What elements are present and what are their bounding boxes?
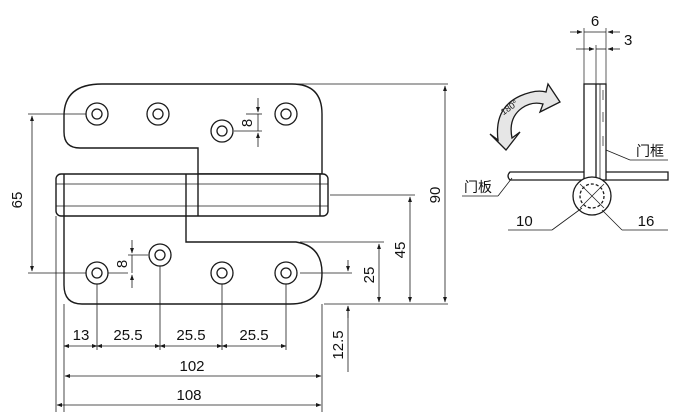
dim-12-5: 12.5 [330, 330, 347, 359]
dim-8-top: 8 [239, 119, 256, 127]
upper-hole-4 [274, 102, 298, 126]
dim-25-5-c: 25.5 [239, 327, 268, 344]
dim-10: 10 [516, 213, 533, 230]
upper-hole-2 [146, 102, 170, 126]
rotation-arrow-icon [489, 82, 561, 151]
upper-leaf-outline [63, 83, 323, 175]
hinge-side-view [462, 28, 669, 231]
hinge-barrel [55, 173, 329, 217]
dim-25: 25 [361, 267, 378, 284]
dim-25-5-b: 25.5 [176, 327, 205, 344]
lower-hole-1 [85, 261, 109, 285]
lower-leaf-outline [63, 216, 323, 305]
dim-3: 3 [624, 32, 632, 49]
dim-108: 108 [176, 387, 201, 404]
upper-hole-1 [85, 102, 109, 126]
dim-8-bottom: 8 [114, 260, 131, 268]
lower-hole-3 [210, 261, 234, 285]
dim-65: 65 [9, 192, 26, 209]
hinge-front-view [55, 83, 329, 305]
dim-102: 102 [179, 358, 204, 375]
dim-45: 45 [392, 242, 409, 259]
dim-25-5-a: 25.5 [113, 327, 142, 344]
upper-hole-3 [210, 119, 234, 143]
lower-hole-2 [148, 243, 172, 267]
door-frame-label: 门框 [636, 143, 664, 159]
dim-13: 13 [73, 327, 90, 344]
dim-16: 16 [638, 213, 655, 230]
dim-6: 6 [591, 13, 599, 30]
door-panel-label: 门板 [464, 179, 492, 195]
dim-90: 90 [427, 187, 444, 204]
pin-inner [579, 183, 605, 209]
dimension-lines [28, 83, 448, 412]
lower-hole-4 [274, 261, 298, 285]
mounting-holes [85, 102, 298, 285]
